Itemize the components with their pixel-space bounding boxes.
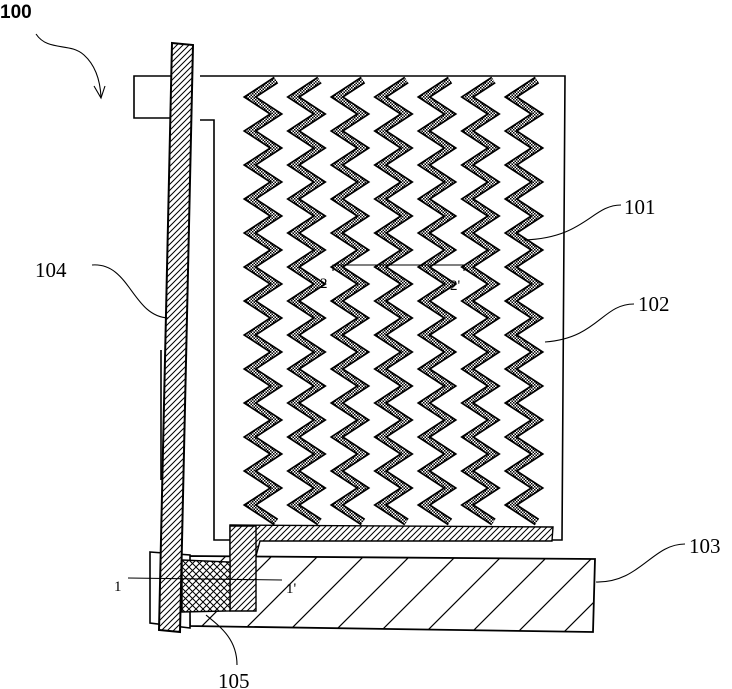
label-102: 102 (638, 292, 670, 316)
electrode-zigzag-fill (381, 80, 407, 522)
electrode-zigzag-fill (294, 80, 320, 522)
section-label-1: 1 (114, 579, 122, 595)
leader-104 (92, 265, 168, 318)
arrow-100-head-icon (94, 86, 105, 98)
electrode-zigzag-fill (250, 80, 276, 522)
section-label-2-prime: 2' (450, 278, 461, 294)
section-label-1-prime: 1' (286, 581, 297, 597)
label-101: 101 (624, 195, 656, 219)
label-103: 103 (689, 534, 721, 558)
section-line-2 (333, 265, 464, 271)
leader-101 (524, 205, 621, 240)
side-plate (159, 43, 193, 632)
electrode-zigzag-group (250, 80, 537, 522)
label-104: 104 (35, 258, 67, 282)
electrode-zigzag-fill (424, 80, 450, 522)
arrow-100-leader (36, 34, 101, 97)
bus-bar (230, 525, 553, 556)
leader-102 (545, 304, 634, 342)
connector-block (230, 526, 256, 611)
label-105: 105 (218, 669, 250, 689)
electrode-zigzag-fill (337, 80, 363, 522)
electrode-zigzag-fill (468, 80, 494, 522)
sealant-block (182, 560, 230, 612)
electrode-zigzag-fill (511, 80, 537, 522)
label-100: 100 (0, 2, 32, 23)
leader-103 (596, 544, 685, 582)
section-label-2: 2 (320, 276, 328, 292)
top-tab (134, 76, 172, 118)
